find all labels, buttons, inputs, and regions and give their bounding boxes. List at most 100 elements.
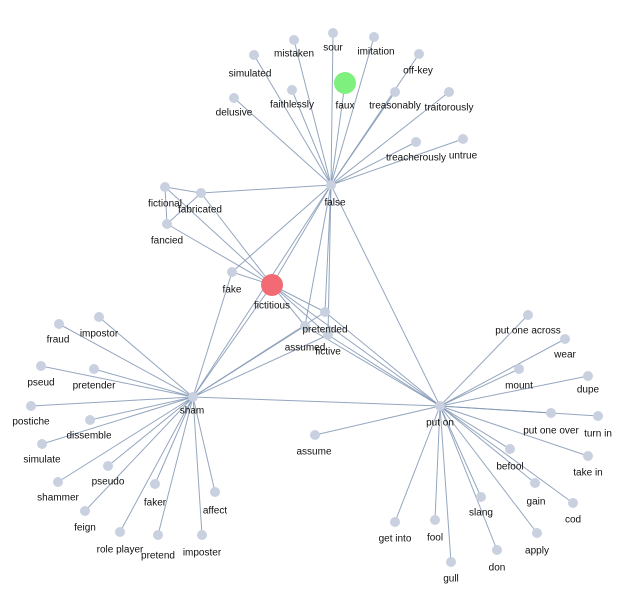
- label-pseudo: pseudo: [92, 477, 125, 488]
- node-faithlessly[interactable]: [287, 85, 297, 95]
- node-pseud[interactable]: [36, 361, 46, 371]
- node-faker[interactable]: [150, 479, 160, 489]
- label-fool: fool: [427, 533, 443, 544]
- edge-sham-feign: [84, 396, 194, 512]
- node-fool[interactable]: [430, 515, 440, 525]
- node-fictional[interactable]: [160, 182, 170, 192]
- node-cod[interactable]: [568, 498, 578, 508]
- node-feign[interactable]: [80, 506, 90, 516]
- node-sham[interactable]: [188, 392, 198, 402]
- edge-false-sour: [330, 32, 334, 186]
- label-take-in: take in: [573, 468, 602, 479]
- node-dupe[interactable]: [583, 371, 593, 381]
- node-pretender[interactable]: [89, 364, 99, 374]
- node-pretended[interactable]: [320, 307, 330, 317]
- node-fictive[interactable]: [323, 330, 333, 340]
- node-simulated[interactable]: [249, 50, 259, 60]
- edge-put-on-take-in: [439, 405, 589, 457]
- label-simulate: simulate: [23, 455, 61, 466]
- label-fictional: fictional: [148, 199, 182, 210]
- edge-sham-assumed: [192, 325, 306, 398]
- node-fake[interactable]: [227, 267, 237, 277]
- node-postiche[interactable]: [26, 401, 36, 411]
- label-don: don: [489, 563, 506, 574]
- edge-put-on-slang: [439, 405, 482, 498]
- node-mistaken[interactable]: [289, 35, 299, 45]
- node-gain[interactable]: [530, 478, 540, 488]
- node-apply[interactable]: [532, 528, 542, 538]
- node-false[interactable]: [326, 180, 336, 190]
- node-befool[interactable]: [505, 444, 515, 454]
- node-role-player[interactable]: [115, 527, 125, 537]
- node-imposter[interactable]: [197, 530, 207, 540]
- node-mount[interactable]: [514, 364, 524, 374]
- edge-false-delusive: [233, 97, 332, 186]
- label-gain: gain: [527, 497, 546, 508]
- node-delusive[interactable]: [229, 93, 239, 103]
- node-assumed[interactable]: [300, 321, 310, 331]
- node-treacherously[interactable]: [411, 137, 421, 147]
- node-sour[interactable]: [328, 28, 338, 38]
- edge-false-sham: [192, 184, 332, 398]
- edge-sham-dissemble: [89, 396, 194, 421]
- node-fraud[interactable]: [54, 319, 64, 329]
- node-fictitious[interactable]: [261, 274, 283, 296]
- edge-false-put-on: [330, 184, 441, 407]
- edge-sham-fraud: [58, 323, 194, 398]
- node-impostor[interactable]: [94, 312, 104, 322]
- label-wear: wear: [553, 350, 576, 361]
- node-affect[interactable]: [210, 487, 220, 497]
- node-gull[interactable]: [446, 557, 456, 567]
- label-gull: gull: [443, 574, 459, 585]
- node-assume[interactable]: [310, 430, 320, 440]
- node-slang[interactable]: [476, 492, 486, 502]
- node-untrue[interactable]: [458, 134, 468, 144]
- node-fancied[interactable]: [162, 219, 172, 229]
- node-dissemble[interactable]: [85, 415, 95, 425]
- node-take-in[interactable]: [583, 451, 593, 461]
- node-pseudo[interactable]: [103, 461, 113, 471]
- node-turn-in[interactable]: [593, 411, 603, 421]
- node-put-on[interactable]: [435, 401, 445, 411]
- edge-false-treacherously: [330, 141, 417, 186]
- label-off-key: off-key: [403, 66, 433, 77]
- edge-false-traitorously: [330, 91, 450, 186]
- label-fake: fake: [223, 285, 242, 296]
- edge-fictional-fabricated: [164, 186, 202, 194]
- edge-put-on-assume: [314, 405, 441, 436]
- node-wear[interactable]: [560, 334, 570, 344]
- node-fabricated[interactable]: [196, 188, 206, 198]
- label-pretender: pretender: [73, 381, 116, 392]
- node-put-one-over[interactable]: [546, 408, 556, 418]
- edge-sham-pretend: [157, 396, 194, 536]
- node-faux[interactable]: [334, 72, 356, 94]
- edge-sham-postiche: [30, 396, 194, 407]
- node-put-one-across[interactable]: [523, 310, 533, 320]
- node-shammer[interactable]: [53, 477, 63, 487]
- node-get-into[interactable]: [390, 517, 400, 527]
- edge-put-on-apply: [439, 405, 538, 534]
- edge-false-faithlessly: [291, 89, 332, 186]
- edge-false-imitation: [330, 36, 375, 186]
- node-traitorously[interactable]: [444, 87, 454, 97]
- node-don[interactable]: [492, 545, 502, 555]
- edge-false-fabricated: [200, 184, 332, 194]
- edge-false-simulated: [253, 54, 332, 186]
- edge-fabricated-fictitious: [200, 192, 273, 286]
- node-off-key[interactable]: [414, 49, 424, 59]
- edge-sham-simulate: [41, 396, 194, 445]
- edge-false-assumed: [304, 184, 332, 327]
- label-sham: sham: [180, 406, 204, 417]
- node-treasonably[interactable]: [390, 87, 400, 97]
- node-pretend[interactable]: [153, 530, 163, 540]
- label-mistaken: mistaken: [274, 49, 314, 60]
- label-imposter: imposter: [183, 548, 222, 559]
- label-assumed: assumed: [285, 343, 326, 354]
- node-simulate[interactable]: [37, 439, 47, 449]
- edge-sham-role-player: [119, 396, 194, 533]
- node-imitation[interactable]: [369, 32, 379, 42]
- edge-put-on-mount: [439, 368, 520, 407]
- edge-sham-affect: [192, 396, 216, 493]
- label-cod: cod: [565, 515, 581, 526]
